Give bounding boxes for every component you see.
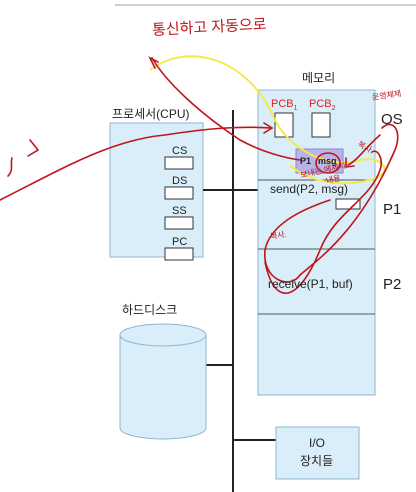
hard-disk-label: 하드디스크 xyxy=(122,303,178,317)
register-ss-label: SS xyxy=(172,205,187,217)
pcb1-label: PCB1 xyxy=(271,98,298,113)
register-ss-box xyxy=(164,216,194,230)
buffer-p1-label: P1 xyxy=(300,156,312,166)
ink-stroke-cpu xyxy=(0,126,271,201)
ink-stroke-os xyxy=(347,134,381,166)
io-label-line2: 장치들 xyxy=(300,454,334,468)
memory-title: 메모리 xyxy=(302,71,336,85)
pcb1-text: PCB xyxy=(271,98,294,110)
ink-arrowhead-top xyxy=(148,56,159,69)
register-cs-label: CS xyxy=(172,145,188,157)
register-pc-box xyxy=(164,247,194,261)
pcb2-label: PCB2 xyxy=(309,98,336,113)
pcb1-box xyxy=(274,112,294,138)
ink-arrowhead-os xyxy=(345,157,355,168)
pcb1-subscript: 1 xyxy=(293,105,298,113)
disk-top xyxy=(119,323,207,347)
yellow-highlight-stroke xyxy=(149,55,386,185)
ink-stroke-left xyxy=(7,157,13,177)
pcb2-subscript: 2 xyxy=(331,105,336,113)
red-ink-annotations xyxy=(0,56,399,294)
ink-stroke-send xyxy=(264,123,399,283)
send-call-label: send(P2, msg) xyxy=(270,182,349,196)
send-msg-box xyxy=(335,198,361,210)
ink-stroke-top xyxy=(151,57,301,161)
ink-stroke-receive xyxy=(264,150,383,294)
pcb2-text: PCB xyxy=(309,98,332,110)
pcb2-box xyxy=(311,112,331,138)
disk-body xyxy=(119,335,207,440)
io-label-line1: I/O xyxy=(309,436,326,450)
ink-stroke-left-2 xyxy=(27,139,40,157)
processor-title: 프로세서(CPU) xyxy=(112,107,190,121)
buffer-msg-label: msg xyxy=(318,156,337,166)
region-p2-label: P2 xyxy=(383,276,402,293)
region-os-label: OS xyxy=(381,111,403,128)
receive-call-label: receive(P1, buf) xyxy=(268,277,353,291)
ink-circle-msg xyxy=(315,152,341,174)
memory-panel xyxy=(257,89,376,396)
region-p1-label: P1 xyxy=(383,201,402,218)
ink-arrowhead-cpu xyxy=(263,122,274,134)
register-cs-box xyxy=(164,156,194,170)
register-pc-label: PC xyxy=(172,236,188,248)
register-ds-box xyxy=(164,186,194,200)
io-device-box xyxy=(275,426,360,480)
message-buffer xyxy=(295,148,344,174)
register-ds-label: DS xyxy=(172,175,188,187)
